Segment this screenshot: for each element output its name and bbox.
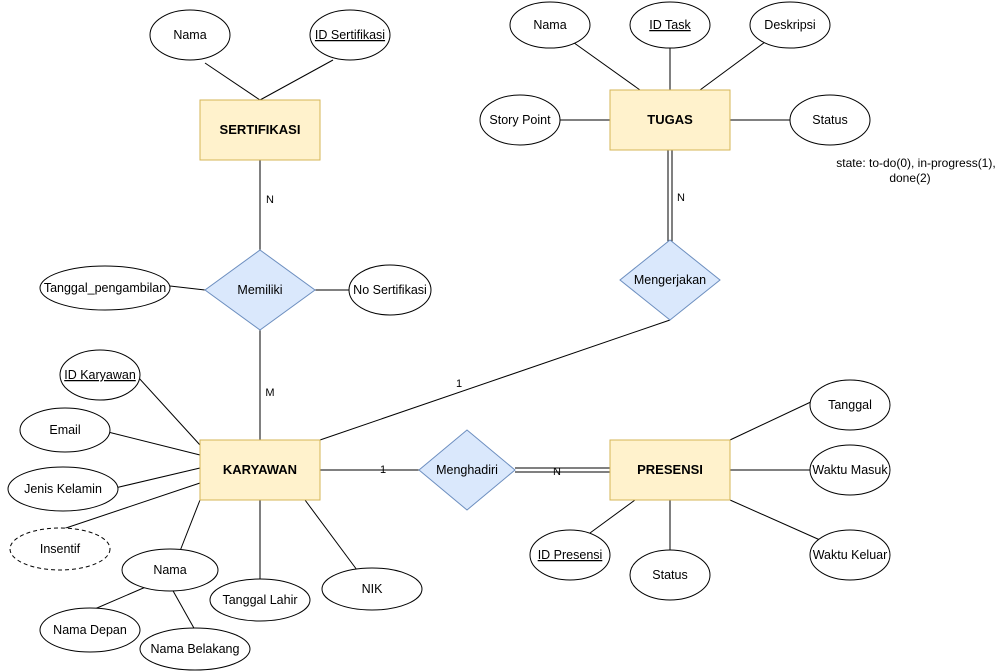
cardinality-sertifikasi-memiliki: N: [266, 194, 274, 206]
attribute-label: Tanggal Lahir: [222, 593, 297, 607]
attribute-karyawan-insentif[interactable]: Insentif: [9, 527, 111, 571]
cardinality-presensi-menghadiri: N: [553, 466, 561, 478]
edge-tugas-deskripsi: [699, 41, 766, 91]
attribute-label: Tanggal_pengambilan: [44, 281, 166, 295]
attribute-label: Jenis Kelamin: [24, 482, 102, 496]
attribute-label: Waktu Masuk: [812, 463, 888, 477]
attribute-label-key: ID Karyawan: [64, 368, 136, 382]
attribute-label: Email: [49, 423, 80, 437]
attribute-karyawan-id[interactable]: ID Karyawan: [59, 349, 141, 401]
attribute-label: Nama: [153, 563, 186, 577]
relationship-label: Menghadiri: [436, 463, 498, 477]
relationship-label: Mengerjakan: [634, 273, 706, 287]
attribute-karyawan-nama-belakang[interactable]: Nama Belakang: [139, 627, 251, 671]
attribute-memiliki-no[interactable]: No Sertifikasi: [348, 264, 432, 316]
attribute-label: Story Point: [489, 113, 551, 127]
edge-karyawan-jenis-kelamin: [114, 467, 201, 489]
attribute-karyawan-nik[interactable]: NIK: [321, 567, 423, 611]
attribute-label: NIK: [362, 582, 384, 596]
edge-presensi-tanggal: [729, 399, 816, 441]
attribute-label: Status: [812, 113, 847, 127]
attribute-label-key: ID Sertifikasi: [315, 28, 385, 42]
attribute-label-key: ID Presensi: [538, 548, 603, 562]
edge-karyawan-nik: [304, 499, 358, 571]
cardinality-karyawan-memiliki: M: [265, 387, 274, 399]
entity-label: KARYAWAN: [223, 462, 297, 477]
edge-presensi-waktu-keluar: [729, 499, 821, 541]
attribute-karyawan-nama[interactable]: Nama: [121, 548, 219, 592]
attribute-label: Nama: [173, 28, 206, 42]
attribute-tugas-id[interactable]: ID Task: [629, 1, 711, 49]
attribute-label-key: ID Task: [649, 18, 691, 32]
attribute-presensi-id[interactable]: ID Presensi: [529, 529, 611, 581]
attribute-label: Nama: [533, 18, 566, 32]
relationship-label: Memiliki: [237, 283, 282, 297]
attribute-karyawan-jenis-kelamin[interactable]: Jenis Kelamin: [7, 466, 119, 512]
entity-presensi[interactable]: PRESENSI: [609, 439, 731, 501]
attribute-label: Nama Belakang: [151, 642, 240, 656]
attribute-karyawan-email[interactable]: Email: [19, 407, 111, 453]
attribute-memiliki-tanggal[interactable]: Tanggal_pengambilan: [39, 265, 171, 311]
cardinality-karyawan-menghadiri: 1: [380, 464, 386, 476]
attribute-tugas-deskripsi[interactable]: Deskripsi: [749, 1, 831, 49]
state-note-line-1: state: to-do(0), in-progress(1),: [836, 156, 995, 170]
attribute-presensi-waktu-keluar[interactable]: Waktu Keluar: [809, 529, 891, 581]
relationship-menghadiri[interactable]: Menghadiri: [418, 429, 516, 511]
attribute-tugas-status[interactable]: Status: [789, 94, 871, 146]
state-note: state: to-do(0), in-progress(1), done(2): [836, 156, 995, 185]
edge-karyawan-email: [107, 431, 201, 456]
cardinality-tugas-mengerjakan: N: [677, 192, 685, 204]
attribute-tugas-nama[interactable]: Nama: [509, 1, 591, 49]
edge-sertifikasi-id: [259, 59, 334, 101]
attribute-label: Nama Depan: [53, 623, 127, 637]
relationship-mengerjakan[interactable]: Mengerjakan: [619, 239, 721, 321]
edge-sertifikasi-nama: [204, 62, 261, 101]
connector-lines: [59, 39, 821, 631]
state-note-line-2: done(2): [889, 171, 930, 185]
attribute-label: No Sertifikasi: [353, 283, 427, 297]
edge-nama-belakang: [171, 588, 196, 631]
attribute-presensi-status[interactable]: Status: [629, 549, 711, 601]
edge-mengerjakan-karyawan: [319, 319, 671, 441]
entity-sertifikasi[interactable]: SERTIFIKASI: [199, 99, 321, 161]
attribute-karyawan-tanggal-lahir[interactable]: Tanggal Lahir: [209, 578, 311, 622]
edge-tugas-nama: [569, 39, 641, 91]
edge-karyawan-nama: [179, 499, 201, 552]
attribute-label: Waktu Keluar: [813, 548, 888, 562]
edge-memiliki-tanggal: [169, 285, 206, 291]
edge-karyawan-id: [137, 376, 201, 446]
cardinality-karyawan-mengerjakan: 1: [456, 378, 462, 390]
edge-karyawan-insentif: [59, 482, 201, 531]
edge-presensi-id: [589, 499, 636, 534]
cardinality-labels: N M N 1 1 N: [265, 192, 685, 478]
attribute-label-derived: Insentif: [40, 542, 81, 556]
attribute-karyawan-nama-depan[interactable]: Nama Depan: [39, 607, 141, 653]
entity-label: TUGAS: [647, 112, 693, 127]
attribute-presensi-waktu-masuk[interactable]: Waktu Masuk: [809, 444, 891, 496]
entity-label: PRESENSI: [637, 462, 703, 477]
attribute-label: Tanggal: [828, 398, 872, 412]
attribute-presensi-tanggal[interactable]: Tanggal: [809, 379, 891, 431]
entity-label: SERTIFIKASI: [220, 122, 301, 137]
attribute-sertifikasi-nama[interactable]: Nama: [149, 9, 231, 61]
entity-karyawan[interactable]: KARYAWAN: [199, 439, 321, 501]
attribute-label: Deskripsi: [764, 18, 815, 32]
attribute-sertifikasi-id[interactable]: ID Sertifikasi: [309, 9, 391, 61]
edge-nama-depan: [89, 585, 149, 612]
attribute-label: Status: [652, 568, 687, 582]
attribute-tugas-story-point[interactable]: Story Point: [479, 94, 561, 146]
relationship-memiliki[interactable]: Memiliki: [204, 249, 316, 331]
entity-tugas[interactable]: TUGAS: [609, 89, 731, 151]
